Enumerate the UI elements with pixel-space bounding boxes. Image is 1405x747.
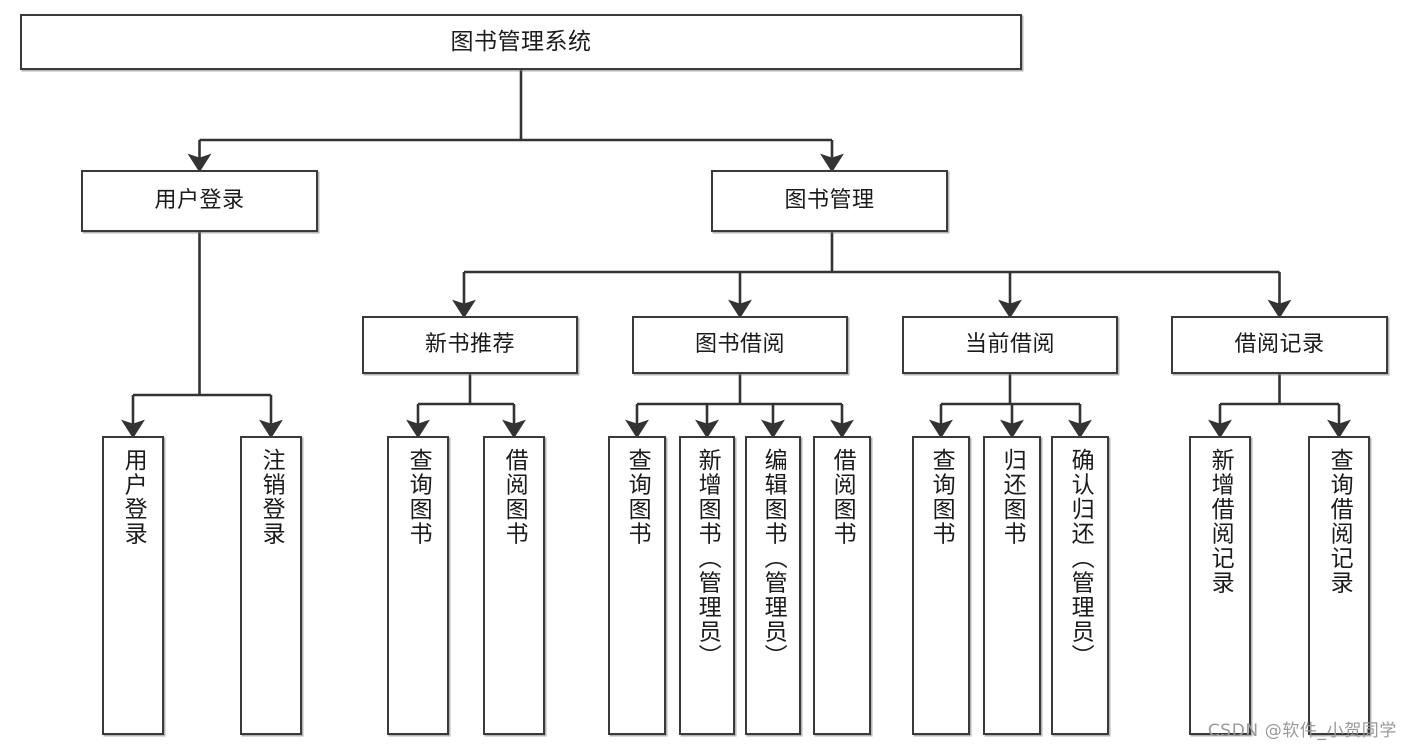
node-label: 查询图书 (624, 448, 651, 546)
leaf-lend-book[interactable]: 借阅图书 (813, 436, 871, 735)
node-book-management[interactable]: 图书管理 (711, 170, 948, 232)
node-label: 借阅记录 (1234, 332, 1325, 358)
node-label: 图书管理 (784, 188, 875, 214)
leaf-logout[interactable]: 注销登录 (240, 436, 302, 735)
node-label: 新书推荐 (424, 332, 515, 358)
node-new-book-recommend[interactable]: 新书推荐 (362, 316, 578, 374)
node-label: 编辑图书（管理员） (760, 448, 787, 669)
leaf-add-book-admin[interactable]: 新增图书（管理员） (679, 436, 735, 735)
node-label: 借阅图书 (501, 448, 528, 546)
node-label: 新增借阅记录 (1207, 448, 1234, 595)
node-label: 用户登录 (154, 188, 245, 214)
node-label: 图书借阅 (694, 332, 785, 358)
node-current-borrow[interactable]: 当前借阅 (902, 316, 1118, 374)
leaf-add-borrow-record[interactable]: 新增借阅记录 (1189, 436, 1251, 735)
node-label: 图书管理系统 (450, 28, 592, 55)
node-label: 查询借阅记录 (1326, 448, 1353, 595)
node-label: 注销登录 (258, 448, 285, 546)
leaf-edit-book-admin[interactable]: 编辑图书（管理员） (745, 436, 801, 735)
leaf-user-login[interactable]: 用户登录 (102, 436, 164, 735)
leaf-return-book[interactable]: 归还图书 (983, 436, 1041, 735)
node-label: 查询图书 (928, 448, 955, 546)
watermark-text: CSDN @软件_小贺同学 (1207, 721, 1397, 741)
leaf-confirm-return-admin[interactable]: 确认归还（管理员） (1051, 436, 1109, 735)
node-root-system[interactable]: 图书管理系统 (20, 14, 1022, 70)
node-label: 用户登录 (120, 448, 147, 546)
node-label: 确认归还（管理员） (1067, 448, 1094, 669)
node-borrow-record[interactable]: 借阅记录 (1171, 316, 1388, 374)
node-book-borrow[interactable]: 图书借阅 (632, 316, 848, 374)
leaf-query-book-newbook[interactable]: 查询图书 (387, 436, 449, 735)
node-label: 当前借阅 (964, 332, 1055, 358)
leaf-query-book-current[interactable]: 查询图书 (912, 436, 970, 735)
leaf-query-book-borrow[interactable]: 查询图书 (608, 436, 666, 735)
node-label: 查询图书 (405, 448, 432, 546)
leaf-query-borrow-record[interactable]: 查询借阅记录 (1308, 436, 1370, 735)
node-label: 借阅图书 (829, 448, 856, 546)
node-label: 新增图书（管理员） (694, 448, 721, 669)
node-label: 归还图书 (999, 448, 1026, 546)
node-user-login[interactable]: 用户登录 (81, 170, 318, 232)
leaf-borrow-book-newbook[interactable]: 借阅图书 (483, 436, 545, 735)
